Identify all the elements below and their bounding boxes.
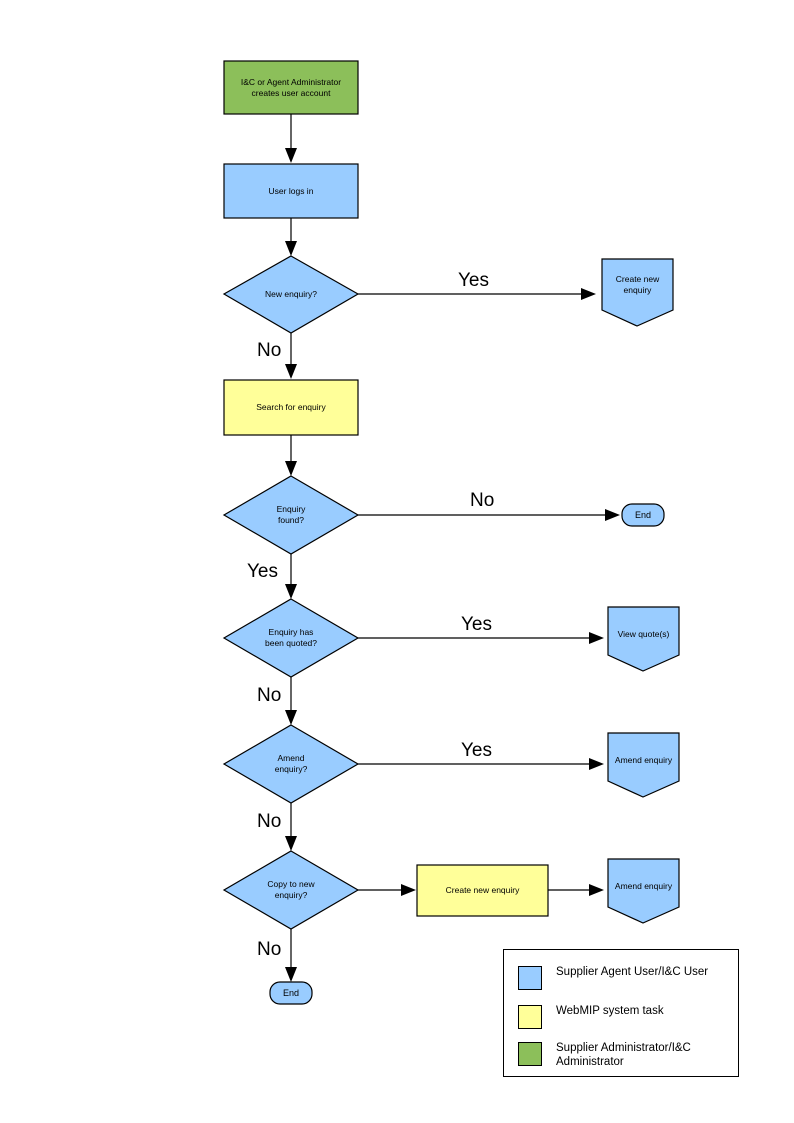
edge-label-new-enquiry-yes: Yes	[458, 270, 489, 291]
node-amend-enquiry-manual-2[interactable]	[607, 858, 680, 924]
node-user-logs-in[interactable]	[223, 163, 359, 219]
edge-quoted-no	[285, 677, 297, 725]
legend-swatch-user-blue	[518, 966, 542, 990]
edge-amend-yes	[358, 758, 604, 770]
edge-found-no	[358, 509, 620, 521]
legend-label-user: Supplier Agent User/I&C User	[556, 966, 709, 978]
legend-item-user: Supplier Agent User/I&C User	[518, 966, 708, 990]
node-create-new-enquiry-task[interactable]	[416, 864, 549, 917]
node-amend-enquiry-decision[interactable]	[222, 724, 360, 804]
legend-swatch-system-yellow	[518, 1005, 542, 1029]
legend-label-admin: Supplier Administrator/I&C Administrator	[556, 1042, 691, 1068]
node-admin-creates-account[interactable]	[223, 60, 359, 115]
node-end-final[interactable]	[269, 981, 313, 1005]
edge-label-enquiry-found-no: No	[470, 490, 495, 511]
node-create-new-enquiry-manual[interactable]	[601, 258, 674, 327]
edge-amend-no	[285, 803, 297, 851]
edge-found-yes	[285, 554, 297, 599]
node-enquiry-found-decision[interactable]	[222, 475, 360, 555]
node-enquiry-quoted-decision[interactable]	[222, 598, 360, 678]
edge-admin-to-login	[285, 114, 297, 163]
edge-label-amend-no: No	[257, 811, 282, 832]
legend-item-system: WebMIP system task	[518, 1005, 664, 1029]
edge-label-copy-no: No	[257, 939, 282, 960]
edge-label-quoted-no: No	[257, 685, 282, 706]
node-view-quotes[interactable]	[607, 606, 680, 672]
edge-label-amend-yes: Yes	[461, 740, 492, 761]
edge-new-enquiry-no	[285, 333, 297, 379]
legend-swatch-admin-green	[518, 1042, 542, 1066]
node-amend-enquiry-manual[interactable]	[607, 732, 680, 798]
edge-quoted-yes	[358, 632, 604, 644]
edge-label-quoted-yes: Yes	[461, 614, 492, 635]
node-new-enquiry-decision[interactable]	[222, 255, 360, 334]
edge-label-new-enquiry-no: No	[257, 340, 282, 361]
legend-label-system: WebMIP system task	[556, 1005, 664, 1017]
edge-login-to-new-enquiry	[285, 218, 297, 256]
edge-create-to-amend	[548, 884, 604, 896]
node-end-not-found[interactable]	[621, 503, 665, 527]
legend-item-admin: Supplier Administrator/I&C Administrator	[518, 1042, 691, 1069]
legend: Supplier Agent User/I&C User WebMIP syst…	[503, 949, 739, 1077]
node-copy-to-new-enquiry-decision[interactable]	[222, 850, 360, 930]
edge-copy-to-create	[358, 884, 416, 896]
edge-new-enquiry-yes	[358, 288, 596, 300]
node-search-for-enquiry[interactable]	[223, 379, 359, 436]
edge-search-to-found	[285, 435, 297, 476]
edge-label-enquiry-found-yes: Yes	[247, 561, 278, 582]
edge-copy-no	[285, 929, 297, 982]
